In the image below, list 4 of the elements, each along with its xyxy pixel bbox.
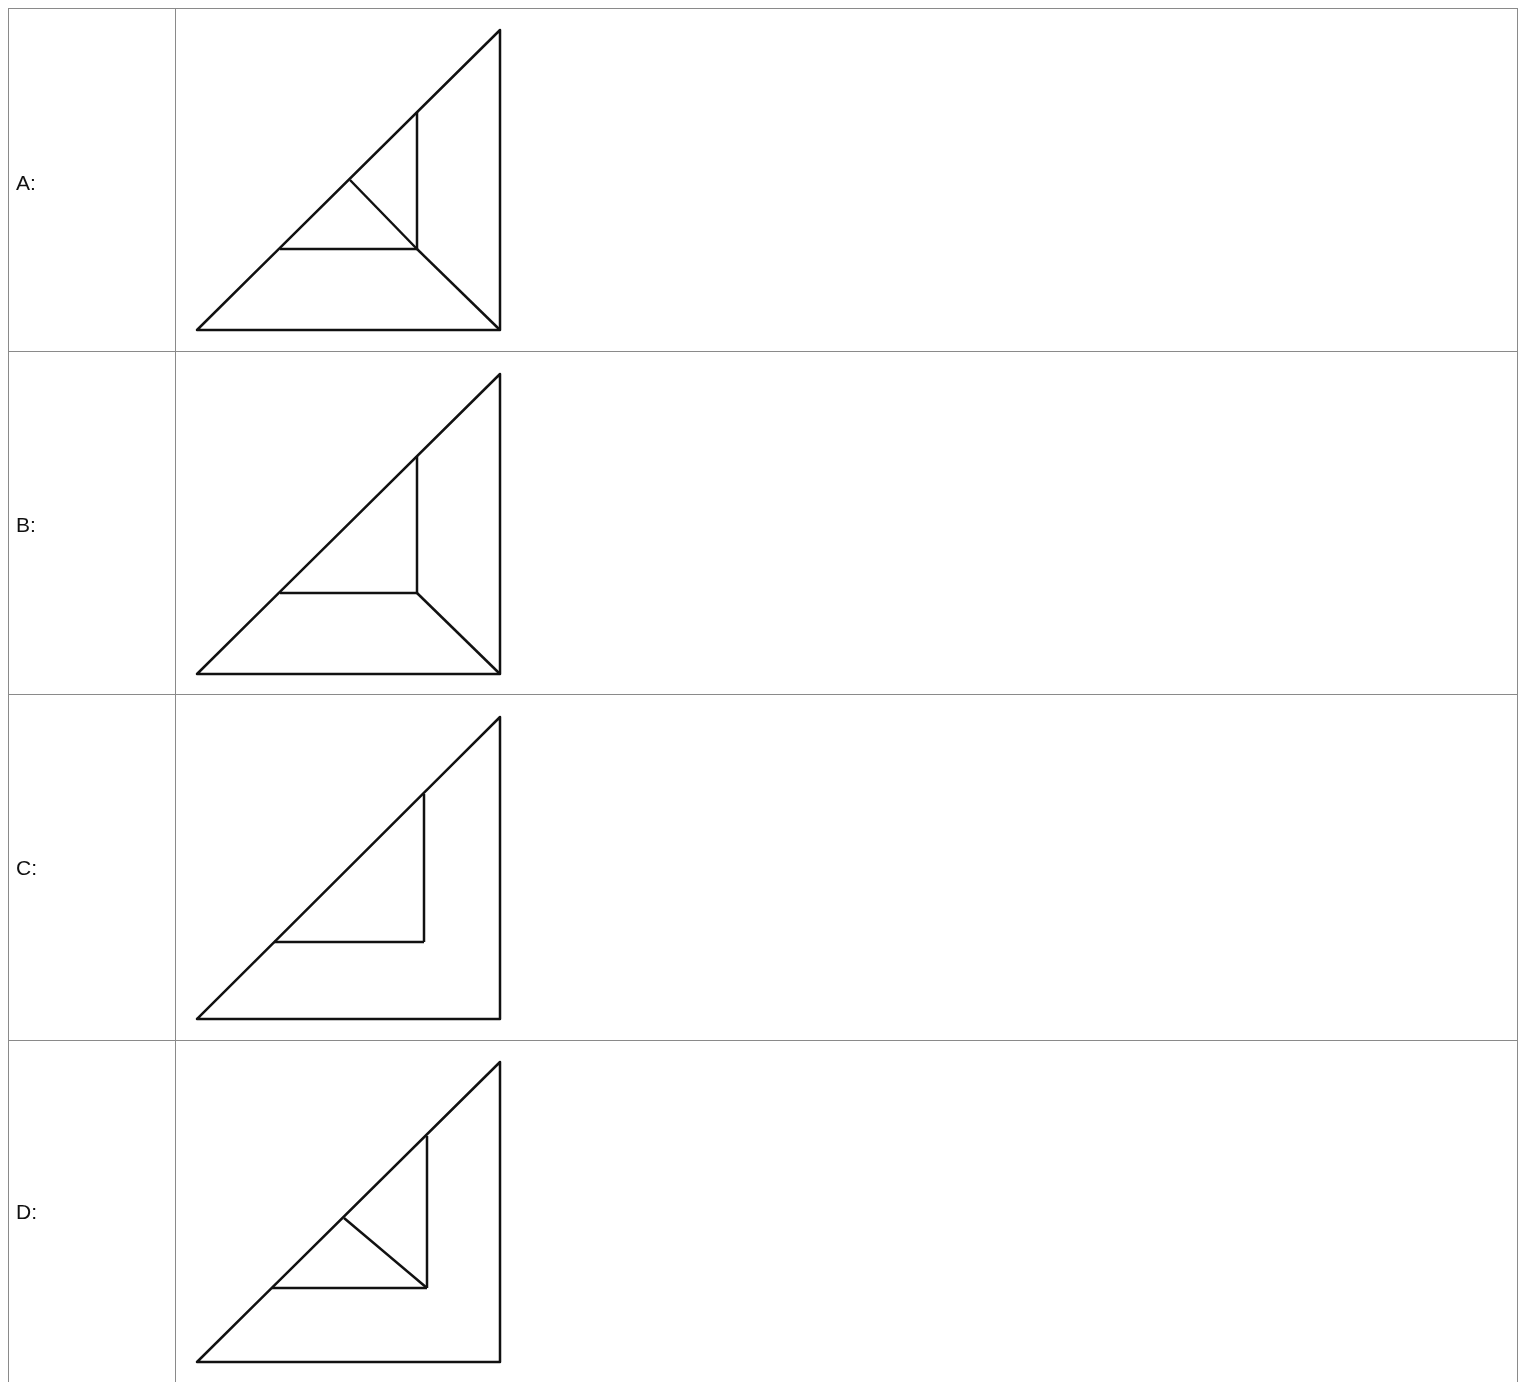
option-label: D: — [16, 1200, 37, 1224]
option-label: C: — [16, 856, 37, 880]
option-label: A: — [16, 171, 36, 195]
option-label: B: — [16, 513, 36, 537]
